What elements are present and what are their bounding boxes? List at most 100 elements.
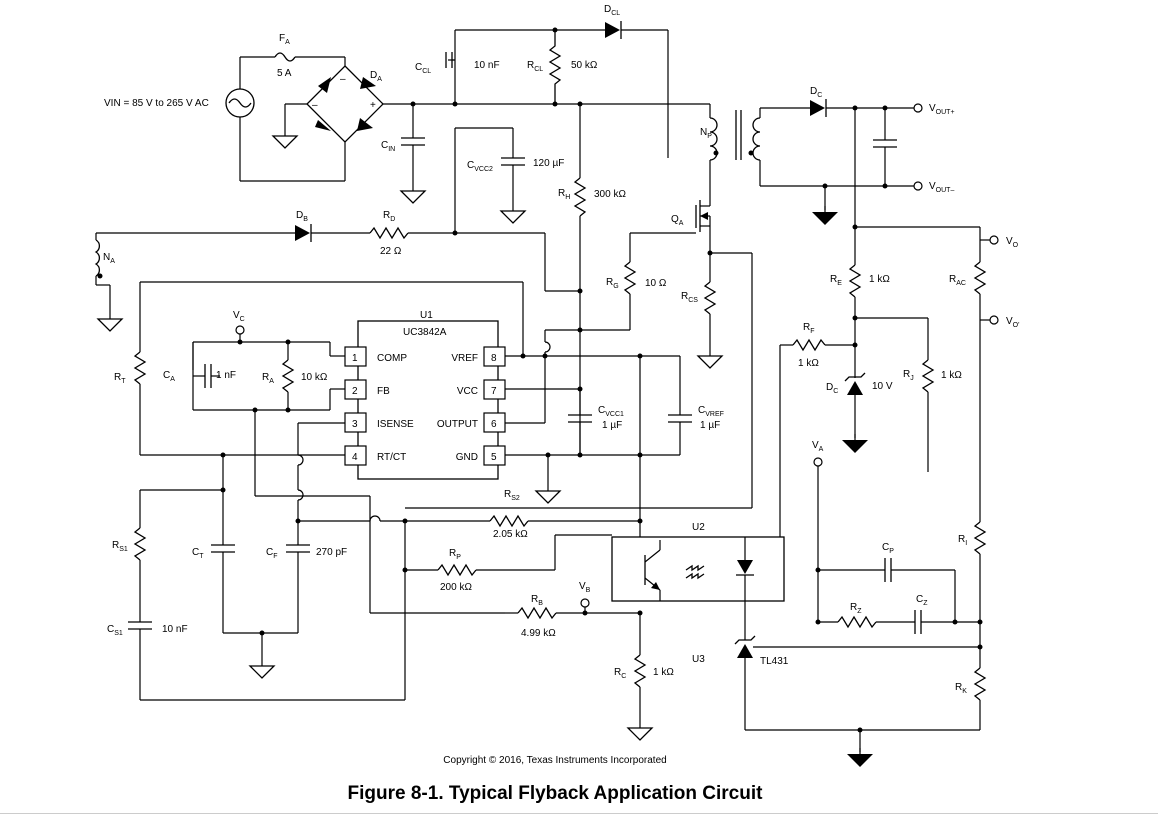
u1-left-wiring [133,282,505,614]
rp-value: 200 kΩ [440,582,472,593]
clamp-network [445,21,711,158]
figure-title: Figure 8-1. Typical Flyback Application … [347,783,763,804]
output-rectifier [810,99,923,265]
svg-text:RT/CT: RT/CT [377,452,406,463]
svg-text:FA: FA [279,33,290,46]
rs2-value: 2.05 kΩ [493,529,528,540]
rt-label: RT [114,372,126,385]
rs2-label: RS2 [504,489,520,502]
dcl-label: DCL [604,4,620,17]
mosfet-qa [545,178,753,508]
rg-label: RG [606,277,619,290]
dc-zener-value: 10 V [872,381,893,392]
svg-text:OUTPUT: OUTPUT [437,419,478,430]
svg-text:2: 2 [352,386,358,397]
vo2-label: VO' [1006,316,1019,329]
db-label: DB [296,210,308,223]
transformer [709,107,918,187]
copyright-text: Copyright © 2016, Texas Instruments Inco… [443,755,667,766]
rac-label: RAC [949,274,966,287]
cin-label: CIN [381,140,395,153]
rcl-value: 50 kΩ [571,60,598,71]
tl431-u3 [734,601,980,768]
u1-label: U1 [420,310,433,321]
va-label: VA [812,440,824,453]
vin-label: VIN = 85 V to 265 V AC [104,98,209,109]
u2-label: U2 [692,522,705,533]
svg-text:6: 6 [491,419,497,430]
vo-label: VO [1006,236,1019,249]
cf-value: 270 pF [316,547,347,558]
ri-label: RI [958,534,967,547]
cvcc1-value: 1 µF [602,420,622,431]
svg-text:GND: GND [456,452,478,463]
fuse-fa-label: FA 5 A [277,33,292,79]
svg-text:7: 7 [491,386,497,397]
ct-label: CT [192,547,204,560]
svg-text:+: + [370,100,376,111]
rcl-label: RCL [527,60,543,73]
svg-text:3: 3 [352,419,358,430]
cvcc2-label: CVCC2 [467,160,493,173]
u1-part: UC3842A [403,327,447,338]
bridge-rectifier-da: – + – [272,65,455,149]
ca-value: 1 nF [216,370,236,381]
rz-label: RZ [850,602,862,615]
rcs-label: RCS [681,291,698,304]
cvcc2-value: 120 µF [533,158,564,169]
rh-value: 300 kΩ [594,189,626,200]
rd-label: RD [383,210,395,223]
svg-text:VREF: VREF [451,353,478,364]
capacitor-cin [400,101,426,204]
da-label: DA [370,70,382,83]
cvcc1-label: CVCC1 [598,405,624,418]
qa-label: QA [671,214,684,227]
vcc-startup [454,101,587,455]
rs1-label: RS1 [112,540,128,553]
dc-zener-label: DC [826,382,838,395]
cvref-value: 1 µF [700,420,720,431]
timing-network [128,487,752,741]
ra-value: 10 kΩ [301,372,328,383]
rf-label: RF [803,322,815,335]
svg-text:1: 1 [352,353,358,364]
vb-label: VB [579,581,591,594]
u3-label: U3 [692,654,705,665]
u1-right-wiring [140,281,692,535]
cp-label: CP [882,542,894,555]
rb-value: 4.99 kΩ [521,628,556,639]
vc-label: VC [233,310,245,323]
np-label: NP [700,127,712,140]
rc-value: 1 kΩ [653,667,674,678]
svg-text:COMP: COMP [377,353,407,364]
svg-text:ISENSE: ISENSE [377,419,414,430]
cvref-label: CVREF [698,405,724,418]
rc-label: RC [614,667,626,680]
svg-text:FB: FB [377,386,390,397]
svg-text:–: – [312,100,318,111]
svg-text:–: – [340,74,346,85]
cf-label: CF [266,547,278,560]
rh-label: RH [558,188,570,201]
voutp-label: VOUT+ [929,103,955,116]
aux-winding [94,224,583,332]
u3-part: TL431 [760,656,789,667]
rd-value: 22 Ω [380,246,402,257]
rk-label: RK [955,682,967,695]
dc-out-label: DC [810,86,822,99]
feedback-network [779,224,999,730]
svg-text:8: 8 [491,353,497,364]
ccl-label: CCL [415,62,431,75]
voutm-label: VOUT– [929,181,954,194]
fuse-fa [274,52,296,62]
rj-value: 1 kΩ [941,370,962,381]
rf-value: 1 kΩ [798,358,819,369]
cs1-value: 10 nF [162,624,188,635]
svg-text:4: 4 [352,452,358,463]
svg-text:5: 5 [491,452,497,463]
cz-label: CZ [916,594,928,607]
ic-u1: 1 2 3 4 8 7 6 5 COMP FB ISENSE RT/CT VRE… [344,320,506,480]
ca-label: CA [163,370,175,383]
ccl-value: 10 nF [474,60,500,71]
re-value: 1 kΩ [869,274,890,285]
